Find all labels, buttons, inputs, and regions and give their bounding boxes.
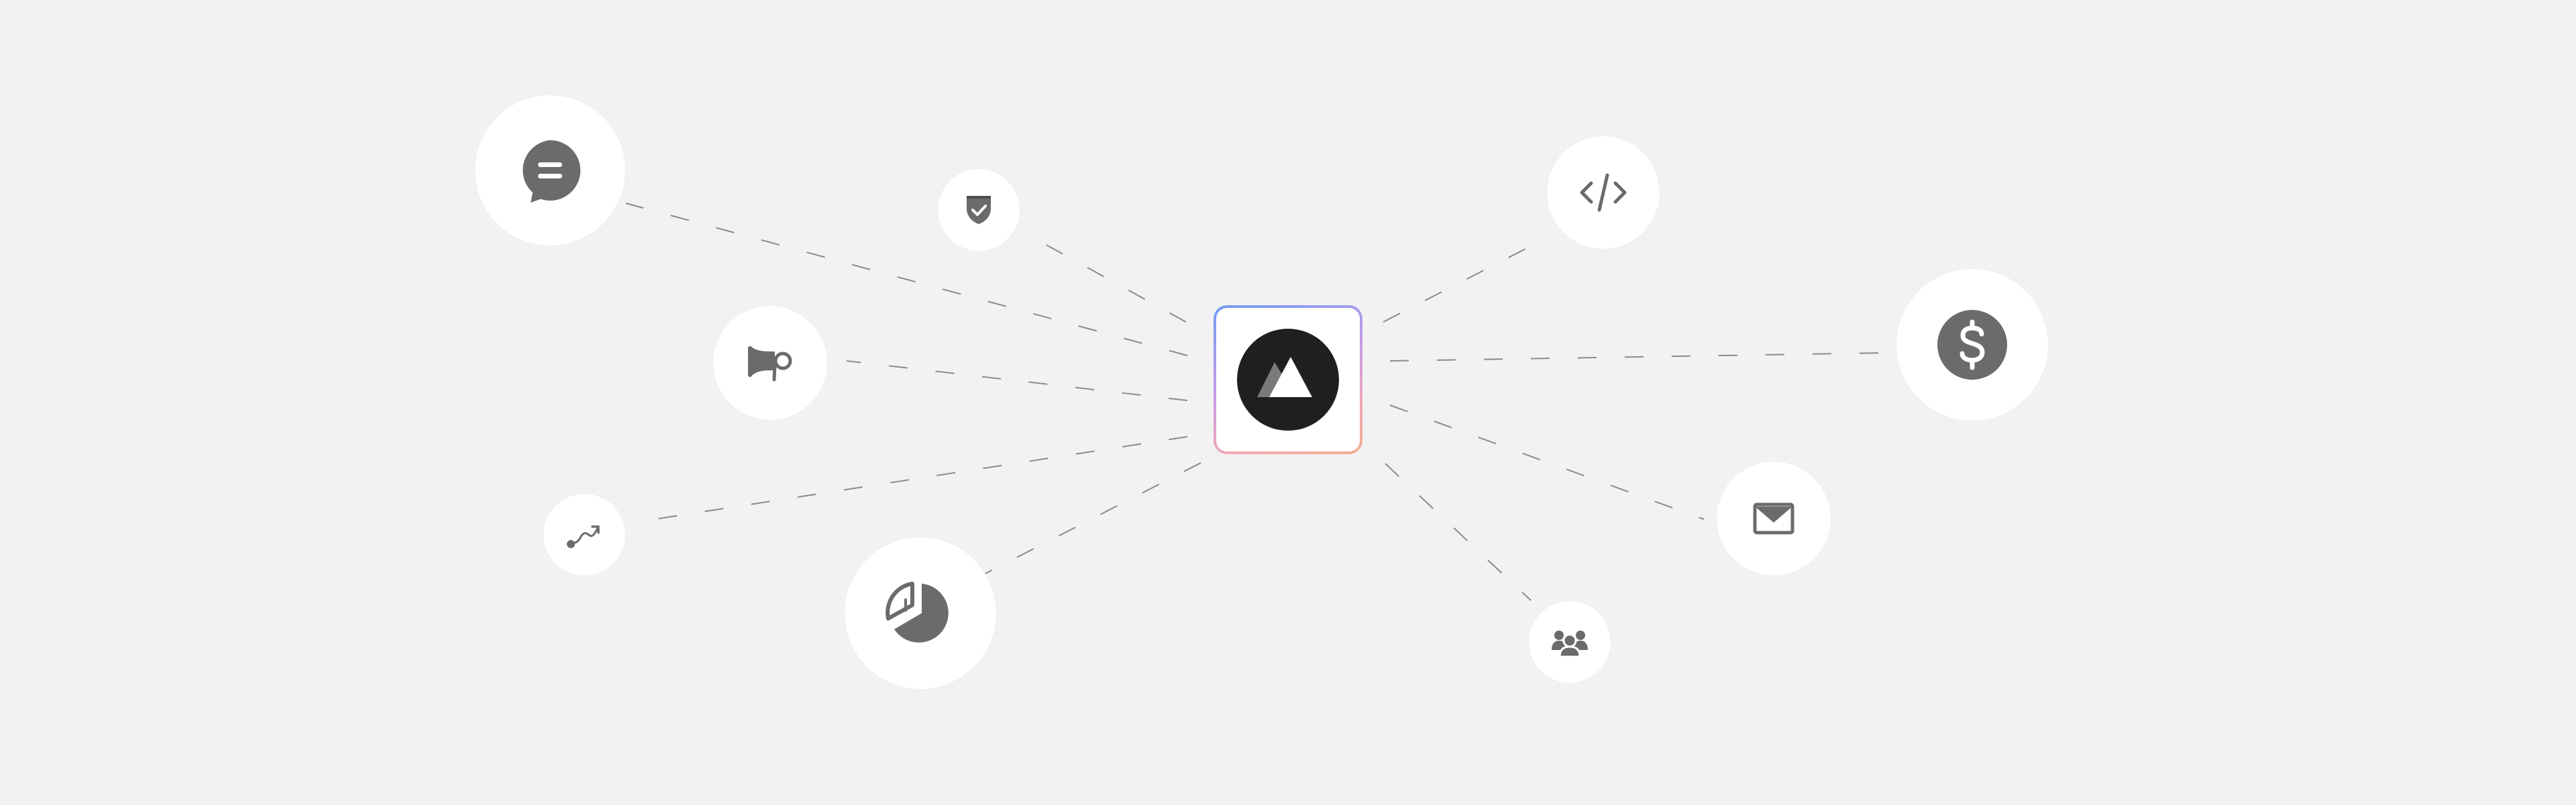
hub-card-inner — [1216, 308, 1360, 451]
chat-bubble-icon — [523, 140, 581, 203]
node-team[interactable] — [1529, 601, 1611, 683]
node-workflow[interactable] — [543, 494, 625, 576]
envelope-icon — [1753, 502, 1794, 535]
node-chat[interactable] — [475, 95, 625, 246]
shield-check-icon — [967, 196, 991, 224]
edge-team — [1385, 463, 1532, 601]
node-security[interactable] — [938, 169, 1020, 251]
node-code[interactable] — [1547, 136, 1660, 249]
dollar-icon — [1937, 310, 2007, 380]
node-payments[interactable] — [1896, 269, 2048, 421]
megaphone-icon — [748, 346, 792, 382]
code-brackets-icon — [1580, 173, 1627, 212]
edge-code — [1383, 237, 1547, 323]
node-marketing[interactable] — [713, 306, 827, 420]
node-email[interactable] — [1717, 462, 1831, 576]
hub-card[interactable] — [1214, 305, 1362, 454]
users-icon — [1552, 631, 1588, 658]
node-analytics[interactable] — [845, 537, 996, 689]
edge-workflow — [637, 436, 1188, 523]
route-icon — [567, 525, 600, 548]
edge-analytics — [982, 462, 1201, 576]
edge-security — [1031, 236, 1187, 323]
edge-email — [1389, 405, 1705, 520]
pie-chart-icon — [885, 582, 949, 643]
mountain-logo-icon — [1237, 329, 1339, 431]
edge-marketing — [846, 360, 1188, 401]
edge-payments — [1389, 352, 1886, 362]
edge-chat — [625, 203, 1188, 356]
